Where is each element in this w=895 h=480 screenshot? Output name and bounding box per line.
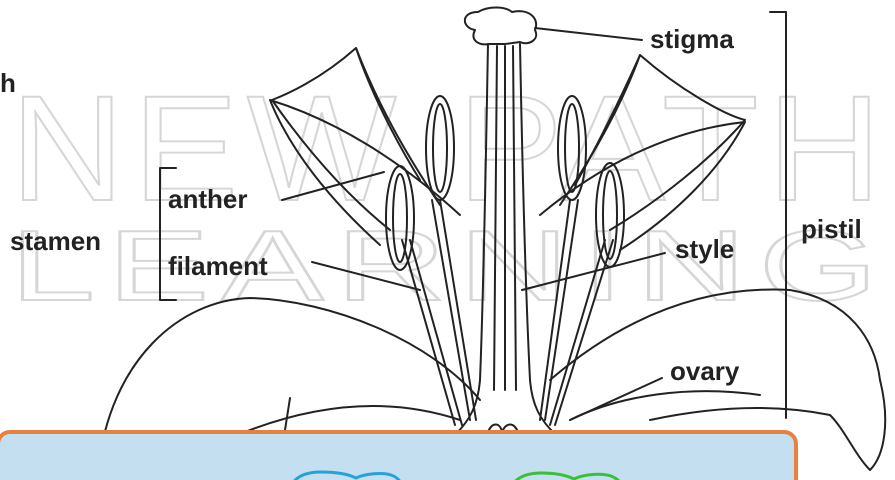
label-style: style: [675, 236, 734, 262]
label-stigma: stigma: [650, 26, 734, 52]
petal-curl: [285, 398, 290, 430]
panel-icons: [0, 430, 798, 480]
label-anther: anther: [168, 186, 247, 212]
green-rounded-shape-icon: [508, 473, 628, 480]
petal-lower-right-inner: [570, 391, 760, 420]
label-ovary: ovary: [670, 358, 739, 384]
partial-label: h: [0, 70, 16, 96]
stigma-shape: [465, 8, 536, 45]
ovary-leader: [570, 378, 662, 420]
stigma-leader: [535, 28, 642, 40]
bottom-info-panel: [0, 430, 798, 480]
label-filament: filament: [168, 253, 268, 279]
label-stamen: stamen: [10, 228, 101, 254]
cyan-rounded-shape-icon: [288, 472, 406, 480]
watermark-logo: NEW PATH LEARNING: [10, 64, 890, 322]
label-pistil: pistil: [801, 216, 862, 242]
